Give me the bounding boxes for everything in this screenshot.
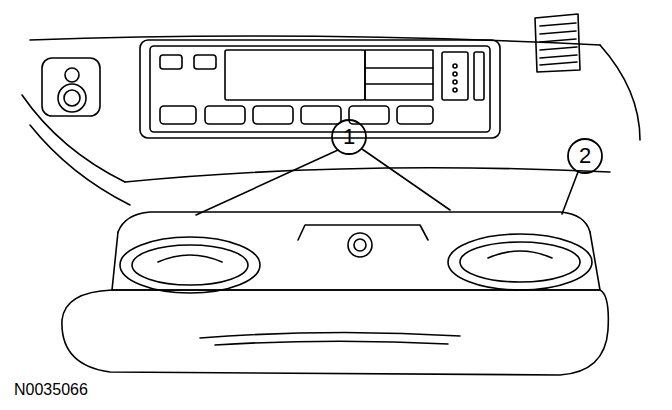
figure-id: N0035066: [14, 382, 88, 398]
callout-number: 2: [579, 145, 591, 167]
callout-number: 1: [343, 126, 355, 148]
